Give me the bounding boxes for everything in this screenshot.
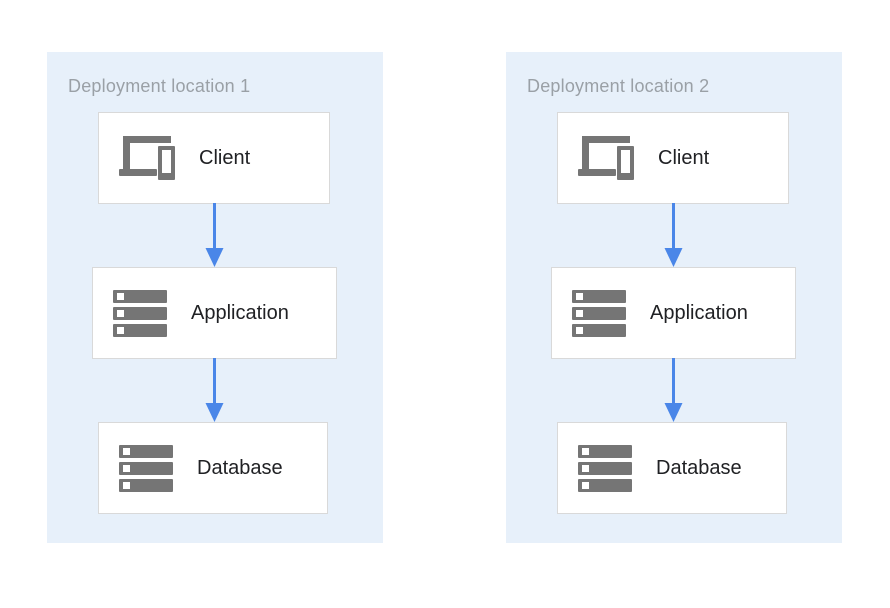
node-label: Application [650, 301, 748, 324]
node-database: Database [98, 422, 328, 514]
client-devices-icon [578, 136, 634, 180]
node-label: Database [197, 456, 283, 479]
node-database: Database [557, 422, 787, 514]
node-client: Client [557, 112, 789, 204]
location-title: Deployment location 2 [527, 76, 710, 96]
client-devices-icon [119, 136, 175, 180]
arrow-client-to-application [204, 203, 225, 267]
location-title: Deployment location 1 [68, 76, 251, 96]
deployment-location-2: Deployment location 2 Client [506, 52, 842, 543]
arrow-application-to-database [663, 358, 684, 422]
node-application: Application [551, 267, 796, 359]
arrow-application-to-database [204, 358, 225, 422]
node-application: Application [92, 267, 337, 359]
deployment-location-1: Deployment location 1 Client [47, 52, 383, 543]
node-label: Application [191, 301, 289, 324]
node-label: Database [656, 456, 742, 479]
node-client: Client [98, 112, 330, 204]
server-stack-icon [119, 444, 173, 492]
server-stack-icon [113, 289, 167, 337]
server-stack-icon [572, 289, 626, 337]
node-label: Client [658, 146, 710, 169]
server-stack-icon [578, 444, 632, 492]
arrow-client-to-application [663, 203, 684, 267]
node-label: Client [199, 146, 251, 169]
